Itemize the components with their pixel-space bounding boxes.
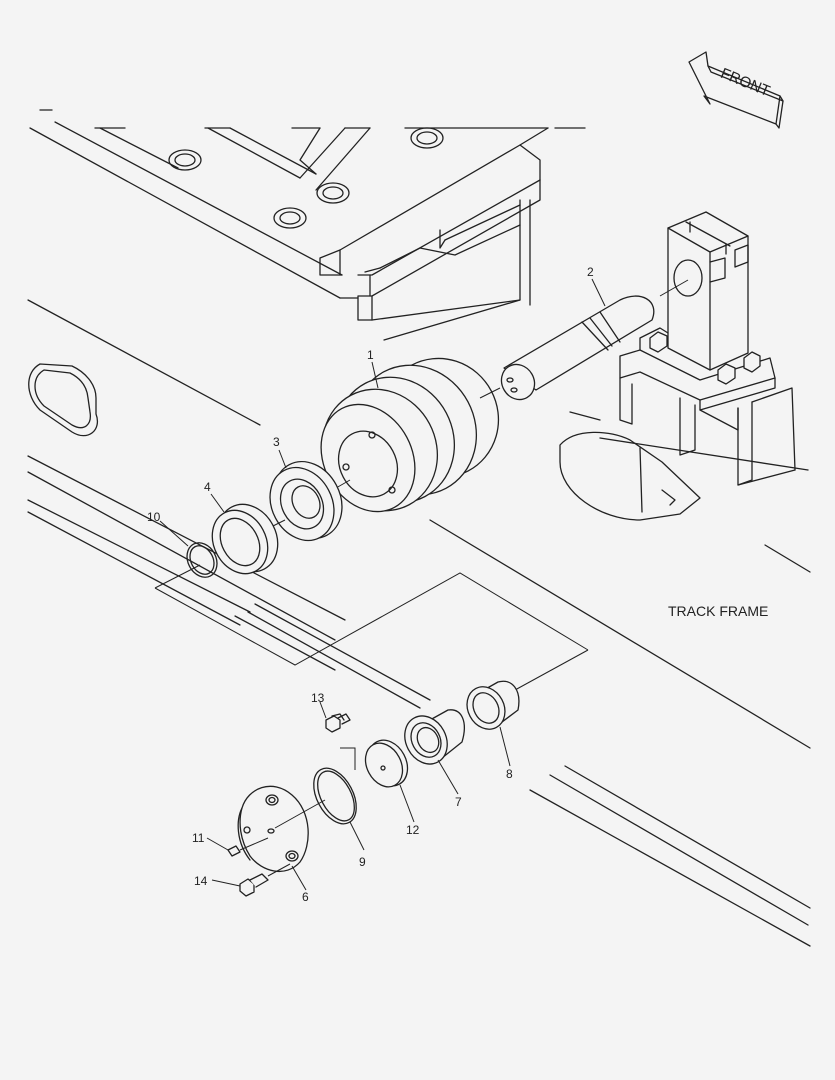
bushing-part <box>466 680 520 730</box>
small-bolt-part <box>325 713 351 733</box>
cover-part <box>237 785 326 872</box>
bolt-part <box>239 863 291 897</box>
thrust-washer-part <box>340 739 409 788</box>
upper-frame <box>29 109 586 341</box>
callout-numbers: 1 2 3 4 10 13 8 7 12 9 11 14 6 <box>147 265 594 904</box>
front-arrow: FRONT <box>688 51 784 129</box>
seal-part <box>264 460 343 542</box>
callout-7: 7 <box>455 795 462 809</box>
plug-part <box>227 837 269 857</box>
o-ring-part <box>313 767 357 825</box>
support-bracket <box>619 211 796 486</box>
track-frame-label: TRACK FRAME <box>668 603 768 619</box>
callout-13: 13 <box>311 691 325 705</box>
callout-8: 8 <box>506 767 513 781</box>
callout-4: 4 <box>204 480 211 494</box>
track-frame <box>27 299 811 947</box>
exploded-group-bracket <box>154 564 589 691</box>
callout-11: 11 <box>192 831 205 845</box>
callout-leaders <box>159 278 606 891</box>
callout-1: 1 <box>367 348 374 362</box>
ring-part <box>211 503 279 575</box>
roller-part <box>320 357 501 513</box>
callout-2: 2 <box>587 265 594 279</box>
callout-12: 12 <box>406 823 420 837</box>
shaft-part <box>500 279 689 401</box>
flanged-bushing-part <box>404 709 465 765</box>
callout-14: 14 <box>194 874 208 888</box>
callout-10: 10 <box>147 510 161 524</box>
snap-ring-part <box>186 542 218 578</box>
callout-9: 9 <box>359 855 366 869</box>
callout-3: 3 <box>273 435 280 449</box>
callout-6: 6 <box>302 890 309 904</box>
